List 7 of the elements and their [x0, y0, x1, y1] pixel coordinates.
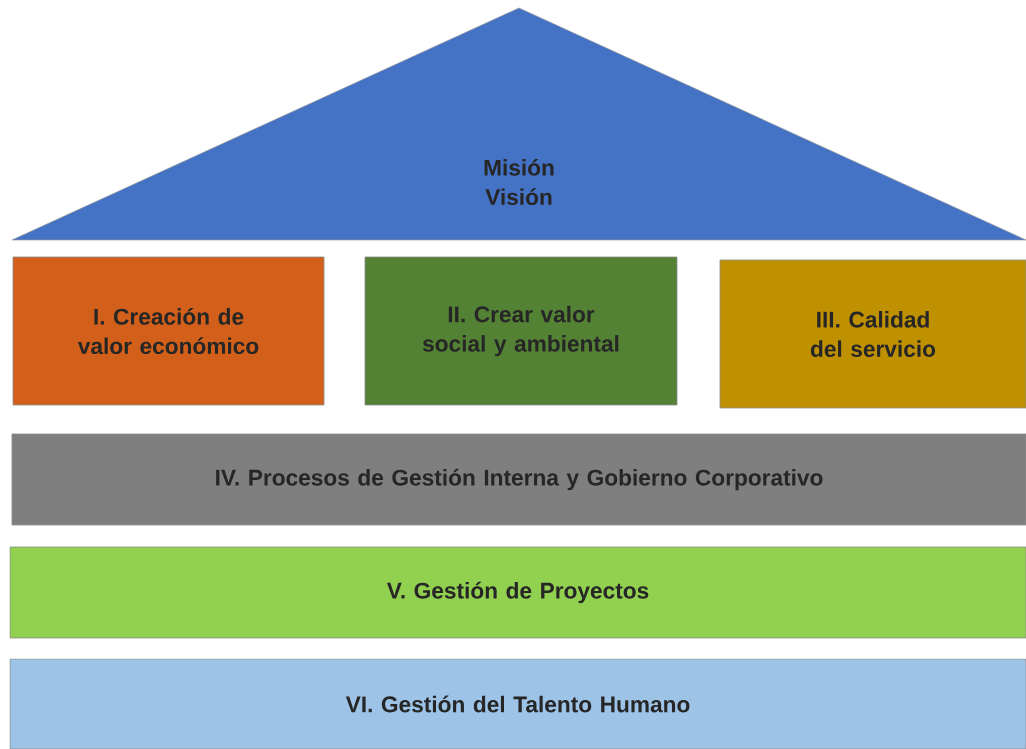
pillar-box: V. Gestión de Proyectos: [9, 546, 1026, 639]
pillar-box: IV. Procesos de Gestión Interna y Gobierno Corporativo: [11, 433, 1026, 526]
pillar-box: VI. Gestión del Talento Humano: [9, 658, 1026, 749]
pillar-box: II. Crear valor social y ambiental: [364, 256, 678, 406]
roof-triangle: Misión Visión: [11, 7, 1026, 241]
pillar-box: III. Calidad del servicio: [719, 259, 1026, 409]
pillar-box: I. Creación de valor económico: [12, 256, 325, 406]
